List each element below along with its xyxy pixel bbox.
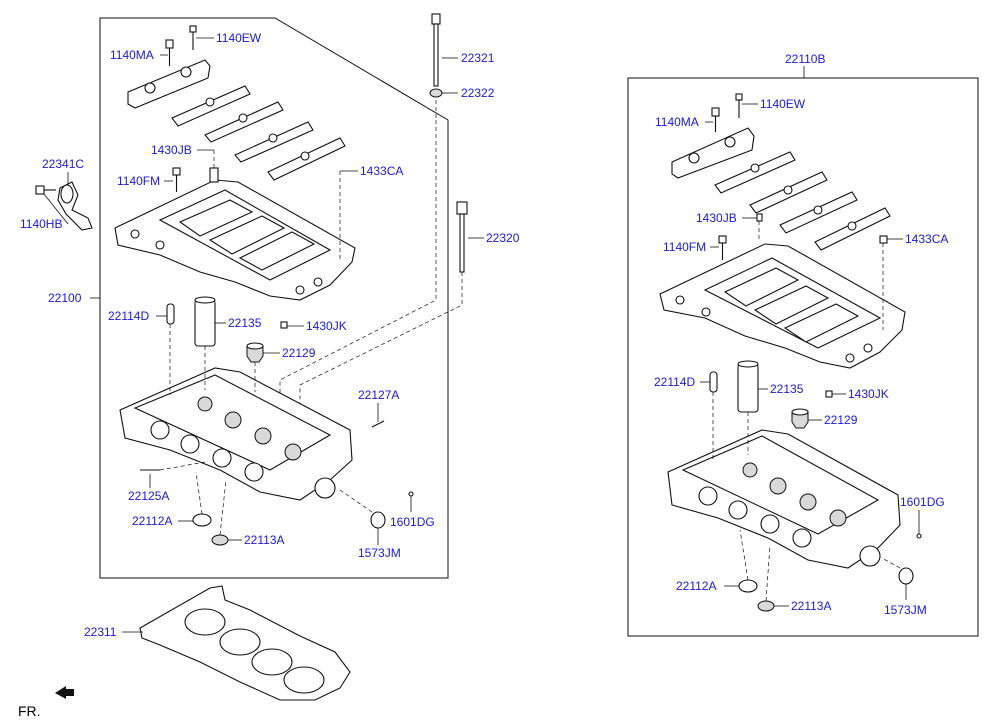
label-22311: 22311	[84, 625, 117, 639]
bracket-22341C	[57, 181, 93, 231]
label-1140HB: 1140HB	[20, 217, 62, 231]
label-1433CA: 1433CA	[360, 164, 403, 178]
label-22112A: 22112A	[132, 514, 172, 528]
label-22322: 22322	[461, 86, 495, 100]
label-22100: 22100	[48, 291, 82, 305]
cam-bearing-caps-right	[671, 127, 891, 251]
plug-1573JM-left	[370, 511, 386, 529]
label-1430JB: 1430JB	[151, 143, 192, 157]
label-1140MA-right: 1140MA	[655, 115, 699, 129]
label-1140EW-right: 1140EW	[760, 97, 806, 111]
label-1140FM-right: 1140FM	[663, 240, 706, 254]
label-1430JB-right: 1430JB	[696, 211, 737, 225]
leader-lines	[43, 37, 920, 633]
bolt-1140EW-left	[189, 25, 197, 50]
right-callout-labels: 22110B 1140MA 1140EW 1430JB 1433CA 1140F…	[654, 52, 948, 617]
cam-bearing-caps-left	[127, 59, 346, 181]
label-22113A: 22113A	[244, 533, 284, 547]
pin-1433CA-right	[879, 235, 888, 244]
pin-22127A	[371, 420, 385, 428]
pin-1430JB-right	[756, 213, 763, 222]
left-assembly-box	[90, 17, 449, 579]
label-1140MA: 1140MA	[110, 48, 154, 62]
label-22341C: 22341C	[42, 157, 84, 171]
label-22114D-right: 22114D	[654, 375, 695, 389]
label-22321: 22321	[461, 51, 495, 65]
bolt-1140MA-right	[711, 107, 720, 132]
label-22135-right: 22135	[770, 382, 804, 396]
label-22113A-right: 22113A	[791, 599, 831, 613]
label-1140FM: 1140FM	[117, 174, 160, 188]
label-22129-right: 22129	[824, 413, 858, 427]
label-22135: 22135	[228, 316, 262, 330]
head-gasket-22311	[139, 585, 351, 701]
label-22125A: 22125A	[128, 489, 169, 503]
label-1573JM-right: 1573JM	[884, 603, 927, 617]
pin-1430JK-right	[825, 390, 833, 398]
label-1573JM: 1573JM	[358, 546, 401, 560]
cam-carrier-left	[114, 167, 356, 301]
pin-1430JK-left	[280, 321, 288, 329]
sleeve-22135-right	[737, 360, 759, 413]
plug-22129-right	[791, 408, 809, 429]
right-assembly-box	[627, 66, 979, 637]
dowel-22114D-right	[709, 371, 718, 393]
plug-22129-left	[246, 342, 264, 363]
bolt-1140FM-right	[718, 235, 727, 260]
left-callout-labels: 22100 1140MA 1140EW 22321 22322 1430JB 1…	[20, 31, 520, 560]
label-1140EW: 1140EW	[216, 31, 262, 45]
seal-22112A-right	[738, 579, 758, 593]
front-indicator: FR.	[18, 703, 41, 719]
label-1433CA-right: 1433CA	[905, 232, 948, 246]
bolt-1140HB	[35, 185, 56, 195]
cylinder-head-left	[119, 367, 353, 501]
head-bolt-22320	[456, 201, 468, 273]
label-1430JK-right: 1430JK	[848, 387, 889, 401]
pin-1601DG-left	[408, 491, 414, 497]
label-22129: 22129	[282, 346, 316, 360]
washer-22322	[429, 88, 443, 98]
label-22320: 22320	[486, 231, 520, 245]
front-arrow-icon	[55, 686, 74, 699]
bolt-1140MA-left	[165, 39, 174, 66]
label-22112A-right: 22112A	[676, 579, 716, 593]
sleeve-22135-left	[194, 296, 216, 347]
plug-1573JM-right	[898, 567, 914, 585]
dowel-22114D-left	[166, 303, 175, 325]
bolt-1140FM-left	[172, 167, 181, 192]
label-1430JK: 1430JK	[306, 319, 347, 333]
cam-carrier-right	[659, 243, 906, 369]
cylinder-head-right	[667, 429, 901, 569]
pin-1601DG-right	[916, 533, 922, 539]
seal-22113A-left	[211, 534, 229, 546]
label-22114D: 22114D	[108, 309, 149, 323]
head-bolt-22321	[431, 13, 441, 120]
seal-22113A-right	[757, 600, 775, 612]
label-22110B: 22110B	[785, 52, 825, 66]
label-1601DG: 1601DG	[390, 515, 435, 529]
label-1601DG-right: 1601DG	[900, 495, 945, 509]
label-22127A: 22127A	[358, 388, 399, 402]
seal-22112A-left	[192, 513, 212, 527]
bolt-1140EW-right	[735, 93, 743, 118]
